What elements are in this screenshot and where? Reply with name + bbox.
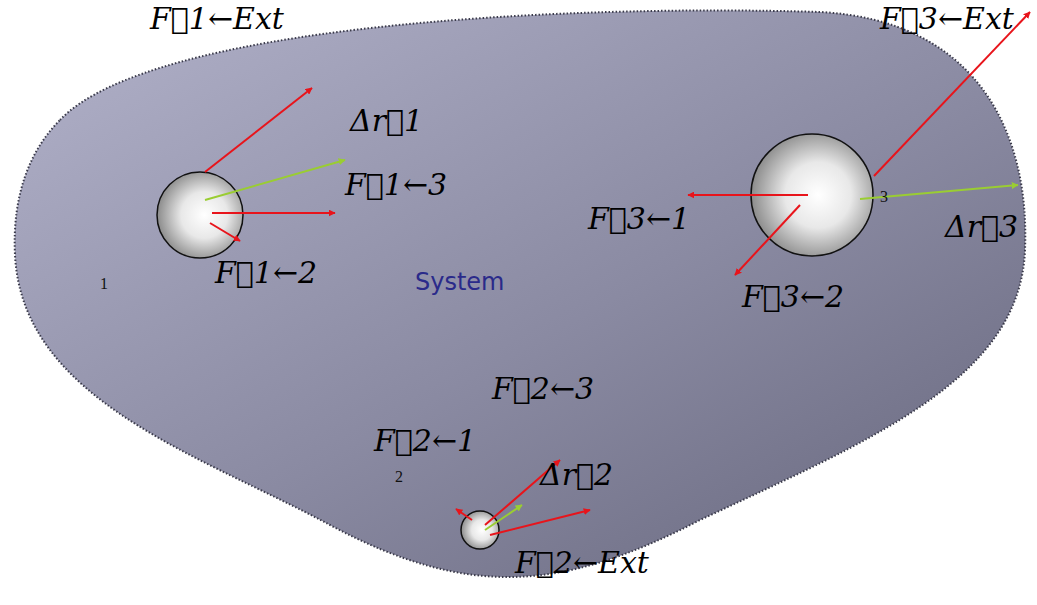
force-arrow [212,212,335,214]
sphere-outline [156,171,244,259]
vector-label-holder: F⃗2←1 [374,424,476,459]
force-arrow [735,205,800,275]
force-arrow [210,223,240,241]
vector-label: F⃗2←3 [492,372,594,407]
vector-label: Δr⃗2 [540,458,613,493]
vector-label: F⃗1←2 [215,256,317,291]
force-arrow [490,510,590,535]
vector-label-holder: F⃗3←2 [742,280,844,315]
vector-label-holder: F⃗1←Ext [150,2,284,37]
vector-label-holder: Δr⃗1 [350,104,423,139]
vector-label: Δr⃗1 [350,104,423,139]
force-arrow [485,460,560,525]
vector-label-holder: F⃗1←2 [215,256,317,291]
vector-label-holder: F⃗2←Ext [515,546,649,581]
vector-label-holder: F⃗2←3 [492,372,594,407]
particle-number: 2 [395,468,403,486]
vector-label-holder: F⃗3←1 [588,202,690,237]
vector-label: Δr⃗3 [945,210,1018,245]
vector-label: F⃗2←Ext [515,546,649,581]
vector-label: F⃗1←3 [345,168,447,203]
force-arrow [456,509,472,520]
vector-label: F⃗3←2 [742,280,844,315]
force-arrow [688,194,808,196]
vector-label: F⃗3←Ext [880,2,1014,37]
vector-label-holder: Δr⃗2 [540,458,613,493]
vector-label: F⃗3←1 [588,202,690,237]
system-label: System [415,268,505,296]
particle-number: 3 [880,188,888,206]
particle-number: 1 [100,275,108,293]
displacement-arrow [205,160,345,200]
force-arrow [874,12,1030,176]
vector-label-holder: F⃗1←3 [345,168,447,203]
vector-label-holder: F⃗3←Ext [880,2,1014,37]
vector-label: F⃗1←Ext [150,2,284,37]
vector-label: F⃗2←1 [374,424,476,459]
displacement-arrow [485,505,522,530]
system-outline [15,10,1026,577]
force-arrow [205,88,312,172]
particle-sphere: 1 [156,171,244,259]
vector-label-holder: Δr⃗3 [945,210,1018,245]
displacement-arrow [860,185,1018,199]
sphere-outline [157,172,243,258]
